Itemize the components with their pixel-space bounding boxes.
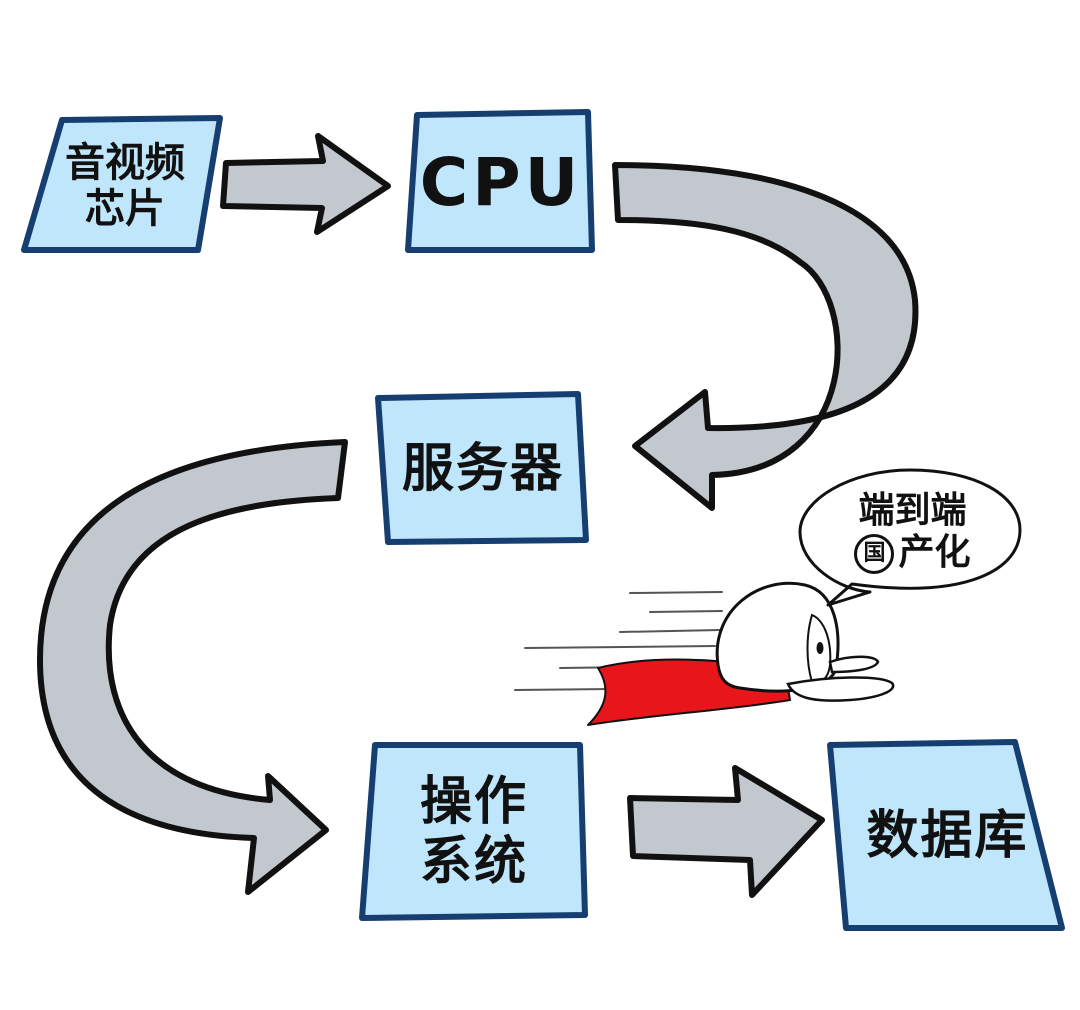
cpu-box [405, 109, 595, 253]
arrow-os-to-database [627, 765, 825, 898]
character-hand [828, 655, 880, 674]
arrow-chip-to-cpu [220, 133, 391, 235]
arrow-cpu-to-server [612, 162, 919, 511]
speech-bubble [798, 468, 1022, 607]
server-box [375, 391, 589, 545]
character-arm [786, 676, 895, 702]
character-eye [816, 642, 824, 654]
arrow-server-to-os [37, 439, 348, 895]
os-box [359, 742, 588, 921]
chip-box [21, 115, 223, 253]
database-box [827, 739, 1065, 931]
